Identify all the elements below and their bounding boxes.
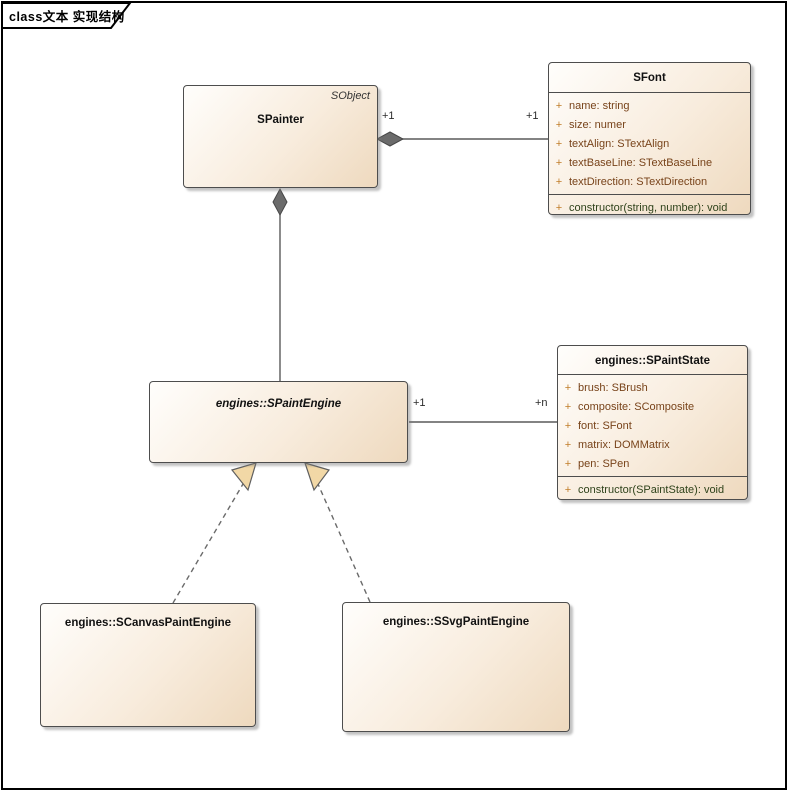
class-name: SFont (633, 72, 666, 84)
composition-diamond (272, 187, 288, 217)
class-name: engines::SCanvasPaintEngine (64, 617, 232, 629)
multiplicity-engine-side: +1 (413, 397, 426, 409)
operation-row: + constructor(SPaintState): void (564, 484, 725, 496)
attribute-row: + font: SFont (564, 420, 632, 432)
class-scanvaspaintengine[interactable]: engines::SCanvasPaintEngine (40, 603, 256, 727)
frame-tab-shape (1, 2, 133, 29)
multiplicity-state-side: +n (535, 397, 548, 409)
class-name: engines::SPaintEngine (215, 398, 342, 410)
attribute-row: + textBaseLine: STextBaseLine (555, 157, 713, 169)
class-ssvgpaintengine[interactable]: engines::SSvgPaintEngine (342, 602, 570, 732)
attributes-compartment: + name: string + size: numer + textAlign… (549, 92, 750, 194)
class-spainter[interactable]: SObject SPainter (183, 85, 378, 188)
class-spaintstate[interactable]: engines::SPaintState + brush: SBrush + c… (557, 345, 748, 500)
realization-ssvg-spaintengine[interactable] (304, 462, 371, 603)
multiplicity-painter-side: +1 (382, 110, 395, 122)
multiplicity-font-side: +1 (526, 110, 539, 122)
attribute-row: + composite: SComposite (564, 401, 695, 413)
realization-scanvas-spaintengine[interactable] (172, 462, 257, 604)
diagram-frame-title: class文本 实现结构 (9, 10, 125, 24)
attribute-row: + name: string (555, 100, 630, 112)
class-spaintengine[interactable]: engines::SPaintEngine (149, 381, 408, 463)
generalization-triangle (230, 462, 257, 492)
base-class-annotation: SObject (330, 90, 370, 102)
class-name: SPainter (257, 114, 304, 126)
attribute-row: + pen: SPen (564, 458, 630, 470)
composition-diamond (375, 131, 405, 147)
attribute-row: + brush: SBrush (564, 382, 648, 394)
attributes-compartment: + brush: SBrush + composite: SComposite … (558, 374, 747, 476)
operation-row: + constructor(string, number): void (555, 202, 728, 214)
operations-compartment: + constructor(string, number): void (549, 194, 750, 220)
attribute-row: + textDirection: STextDirection (555, 176, 708, 188)
attribute-row: + textAlign: STextAlign (555, 138, 670, 150)
class-sfont[interactable]: SFont + name: string + size: numer + tex… (548, 62, 751, 215)
composition-spainter-spaintengine[interactable] (272, 187, 288, 381)
generalization-triangle (304, 462, 330, 492)
operations-compartment: + constructor(SPaintState): void (558, 476, 747, 502)
composition-spainter-sfont[interactable] (375, 131, 548, 147)
class-name: engines::SPaintState (594, 355, 711, 367)
class-name: engines::SSvgPaintEngine (382, 616, 530, 628)
attribute-row: + matrix: DOMMatrix (564, 439, 670, 451)
attribute-row: + size: numer (555, 119, 626, 131)
